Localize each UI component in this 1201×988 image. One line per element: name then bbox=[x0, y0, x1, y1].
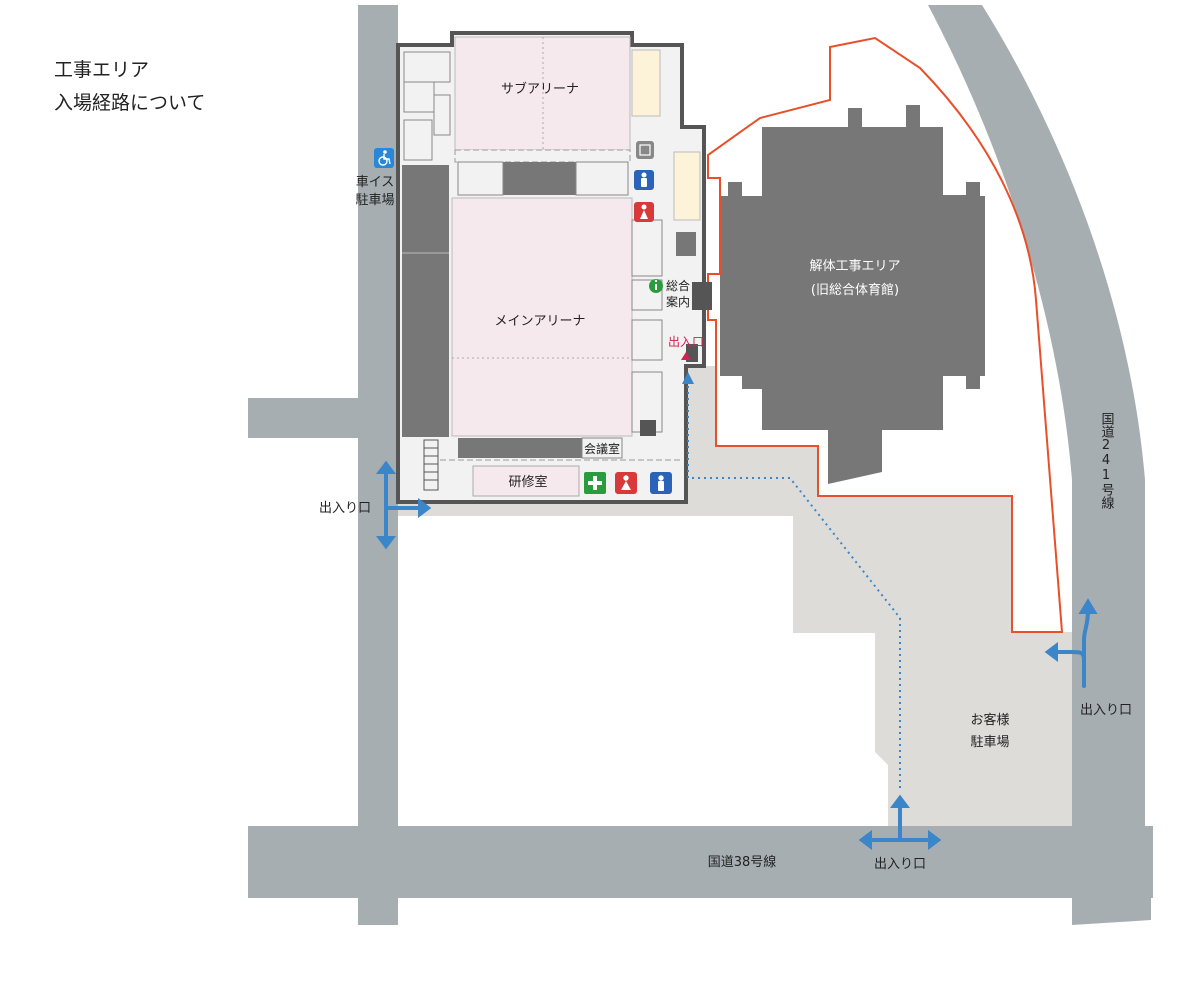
meeting-room bbox=[581, 437, 623, 459]
heading-line1: 工事エリア bbox=[54, 59, 150, 81]
demolition-building bbox=[720, 105, 985, 484]
demolition-label-line1: 解体工事エリア bbox=[809, 259, 900, 274]
east-entrance-label: 出入り口 bbox=[1080, 703, 1132, 718]
info-label-line2: 案内 bbox=[666, 294, 690, 309]
main-arena-label: メインアリーナ bbox=[494, 314, 585, 329]
male-restroom-icon bbox=[650, 472, 672, 494]
south-entrance-label: 出入り口 bbox=[874, 857, 926, 872]
first-aid-icon bbox=[584, 472, 606, 494]
guest-parking-line1: お客様 bbox=[970, 712, 1009, 728]
parking-lot bbox=[398, 366, 1072, 826]
west-entrance-arrows bbox=[376, 460, 432, 550]
sub-arena-label: サブアリーナ bbox=[501, 81, 579, 97]
main-building bbox=[396, 31, 712, 504]
main-arena bbox=[451, 197, 633, 437]
female-restroom-icon bbox=[634, 202, 654, 222]
entrance-marker-icon bbox=[681, 352, 691, 360]
training-room bbox=[472, 465, 580, 497]
building-entrance-label: 出入口 bbox=[668, 335, 704, 349]
wheelchair-parking-line1: 車イス bbox=[356, 175, 395, 190]
wheelchair-parking-line2: 駐車場 bbox=[355, 193, 394, 208]
route-arrow-icon bbox=[682, 372, 694, 384]
information-icon bbox=[649, 279, 663, 293]
route241-label: 国道241号線 bbox=[1099, 412, 1115, 509]
road-route241 bbox=[928, 5, 1151, 925]
construction-boundary bbox=[707, 36, 1064, 633]
road-west-vertical bbox=[358, 5, 398, 925]
guest-parking-line2: 駐車場 bbox=[970, 735, 1009, 750]
route38-label: 国道38号線 bbox=[708, 854, 777, 870]
east-entrance-arrows bbox=[1044, 598, 1098, 688]
heading-line2: 入場経路について bbox=[54, 92, 206, 114]
facility-icons bbox=[374, 141, 691, 494]
male-restroom-icon bbox=[634, 170, 654, 190]
walking-route bbox=[687, 380, 901, 790]
elevator-icon bbox=[636, 141, 654, 159]
demolition-label-line2: (旧総合体育館) bbox=[811, 282, 899, 298]
south-entrance-arrows bbox=[858, 794, 942, 850]
road-west-spur bbox=[248, 398, 360, 438]
wheelchair-icon bbox=[374, 148, 394, 168]
training-room-label: 研修室 bbox=[508, 474, 547, 490]
meeting-room-label: 会議室 bbox=[584, 441, 620, 456]
female-restroom-icon bbox=[615, 472, 637, 494]
road-route38 bbox=[248, 826, 1153, 898]
west-entrance-label: 出入り口 bbox=[319, 501, 371, 516]
info-label-line1: 総合 bbox=[666, 278, 690, 293]
